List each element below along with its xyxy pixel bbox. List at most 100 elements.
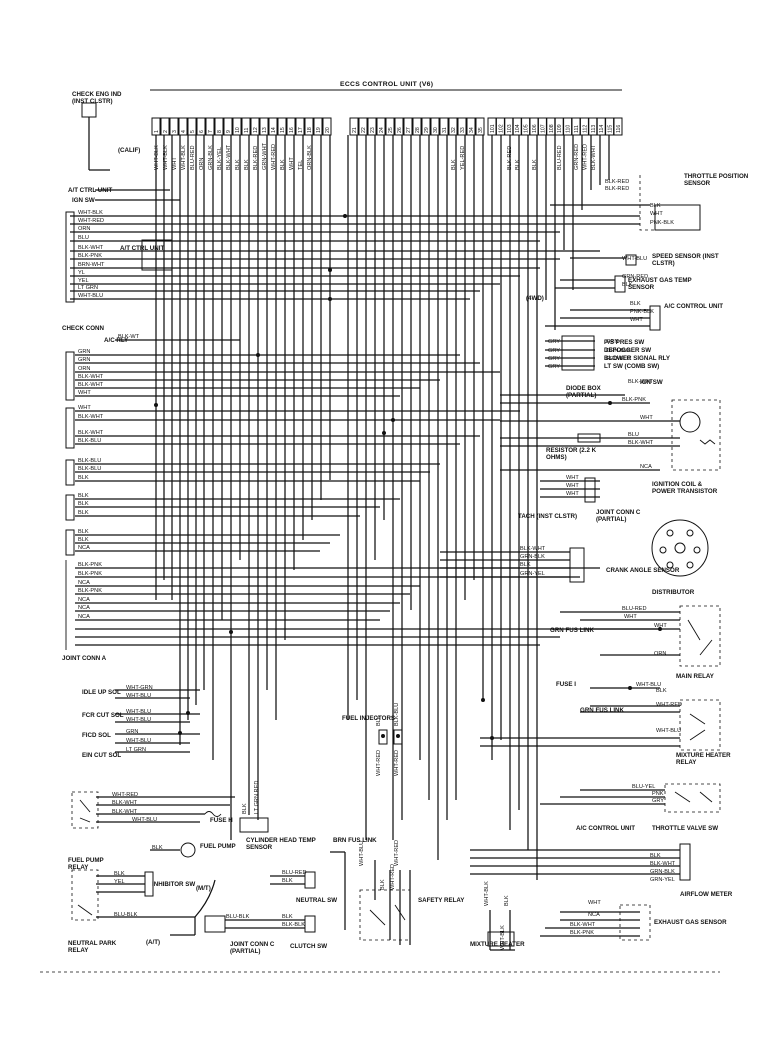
left-wire-color: BRN-WHT (78, 262, 105, 268)
fuel-injectors-label: FUEL INJECTORS (342, 715, 395, 722)
right-wire-color: WHT (566, 483, 579, 489)
solenoid-wire-labels: WHT-GRNWHT-BLUWHT-BLUWHT-BLUGRNWHT-BLULT… (126, 685, 153, 753)
left-wire-color: BLK (78, 537, 89, 543)
lt-sw-label: LT SW (COMB SW) (604, 363, 659, 370)
ecu-pin-number: 112 (582, 125, 588, 133)
ecu-pin-number: 3 (172, 130, 178, 133)
bottom-wire-color: WHT-BLU (359, 841, 365, 866)
right-wire-color: ORN-BLK (606, 348, 631, 354)
ecu-pin-number: 24 (379, 127, 385, 133)
left-wire-color: BLK (78, 529, 89, 535)
idle-up-sol-label: IDLE UP SOL (82, 689, 121, 696)
left-wire-color: BLK-BLU (78, 458, 101, 464)
right-wire-color: WHT (624, 614, 637, 620)
solenoid-wire-color: WHT-BLU (126, 693, 151, 699)
left-wire-color: BLK-WT (118, 334, 140, 340)
ecu-pin-number: 111 (574, 125, 580, 133)
left-wire-color: BLK-WHT (78, 430, 104, 436)
bottom-wire-color: WHT-RED (390, 864, 396, 890)
ecu-pin-cell (349, 117, 359, 136)
right-wire-color: BLK-WHT (570, 922, 596, 928)
fuse-i-label: FUSE I (556, 681, 576, 688)
ecu-pin-wire-color: BLK (451, 159, 457, 170)
solenoid-wire-color: WHT-GRN (126, 685, 153, 691)
ecu-pin-cell (358, 117, 368, 136)
ecu-pin-number: 104 (515, 124, 521, 133)
ecu-pin-wire-color: GRN-RED (574, 144, 580, 170)
left-wire-color: YEL (78, 278, 89, 284)
left-component-labels: CHECK ENG IND(INST CLSTR)(CALIF)A/T CTRL… (62, 91, 236, 954)
left-wire-color: BLK (78, 475, 89, 481)
bottom-wire-color: WHT-RED (394, 840, 400, 866)
relay-wire-color: WHT-RED (112, 792, 138, 798)
ecu-pin-wire-color: BLK (515, 159, 521, 170)
ecu-pin-number: 26 (397, 127, 403, 133)
check-conn-label: CHECK CONN (62, 325, 104, 332)
left-wire-color: WHT (78, 390, 91, 396)
right-wire-color: BLK (630, 301, 641, 307)
right-wire-color: BLK-RED (605, 186, 629, 192)
left-wire-color: NCA (78, 580, 90, 586)
ignition-coil-label: IGNITION COIL &POWER TRANSISTOR (652, 481, 718, 495)
ecu-pin-wire-color: YEL-RED (460, 146, 466, 170)
ecu-pin-cell (403, 117, 413, 136)
left-wire-color: NCA (78, 614, 90, 620)
right-wire-color: BLK-WHT (520, 546, 546, 552)
mixture-heater-label: MIXTURE HEATER (470, 941, 525, 948)
ecu-pin-number: 18 (307, 127, 313, 133)
solenoid-wire-color: GRN (126, 729, 138, 735)
right-wire-color: WHT (650, 211, 663, 217)
ecu-pin-wire-color: GRN-BLK (208, 145, 214, 170)
left-wire-color: BLK-BLU (78, 466, 101, 472)
bottom-wire-color: BLK-BLK (282, 922, 305, 928)
ecu-pin-cell (232, 117, 242, 136)
ecu-pin-number: 34 (469, 127, 475, 133)
left-wire-color: BLK-WHT (78, 374, 104, 380)
ecu-pin-wire-color: TEL (298, 160, 304, 170)
bottom-wire-color: BLK (282, 878, 293, 884)
bottom-wire-color: WHT-BLK (500, 925, 506, 950)
left-wire-color: WHT-RED (78, 218, 104, 224)
right-wire-color: ORN (654, 651, 666, 657)
ecu-pin-cell (448, 117, 458, 136)
right-wire-color: GRN-BLK (520, 554, 545, 560)
ecu-pin-number: 9 (226, 130, 232, 133)
joint-conn-a-label: JOINT CONN A (62, 655, 107, 662)
bottom-wire-color: WHT-RED (376, 750, 382, 776)
left-wire-color: GRN (78, 349, 90, 355)
right-wire-color: WHT (630, 317, 643, 323)
ecu-pin-cell (241, 117, 251, 136)
4wd-label: (4WD) (526, 295, 544, 302)
at-label-label: (A/T) (146, 939, 160, 946)
mt-label-label: (M/T) (196, 885, 211, 892)
ecu-pin-wire-color: WHT-RED (582, 144, 588, 170)
ecu-pin-cell (250, 117, 260, 136)
defogger-sw-label: DEFOGGER SW (604, 347, 651, 354)
left-wire-color: BLK-PNK (78, 562, 102, 568)
solenoid-wire-color: WHT-BLU (126, 709, 151, 715)
right-wire-color: PNK-BLK (650, 220, 674, 226)
ecu-pin-number: 2 (163, 130, 169, 133)
right-wire-color: WHT (654, 623, 667, 629)
ecu-pin-number: 108 (549, 124, 555, 133)
ecu-pin-wire-color: BLK-WHT (226, 144, 232, 170)
ecu-pin-wire-color: BLU-RED (190, 145, 196, 170)
ecu-pin-cell (169, 117, 179, 136)
ecu-pin-number: 28 (415, 127, 421, 133)
ecu-pin-wire-color: WHT-BLK (154, 145, 160, 170)
ecu-pin-number: 25 (388, 127, 394, 133)
diagram-title: ECCS CONTROL UNIT (V6) (340, 81, 433, 88)
bottom-wire-color: BLK (376, 715, 382, 726)
left-wire-color: ORN (78, 226, 90, 232)
left-wire-color: BLU (78, 235, 89, 241)
ecu-pin-wire-color: GRN-WHT (262, 142, 268, 170)
ps-pres-sw-label: P/S PRES SW (604, 339, 644, 346)
right-wire-color: GRY (548, 339, 560, 345)
right-wire-color: GRY (548, 356, 560, 362)
at-ctrl-unit-label: A/T CTRL UNIT (68, 187, 112, 194)
ecu-pin-wire-color: BLK-YEL (217, 147, 223, 170)
